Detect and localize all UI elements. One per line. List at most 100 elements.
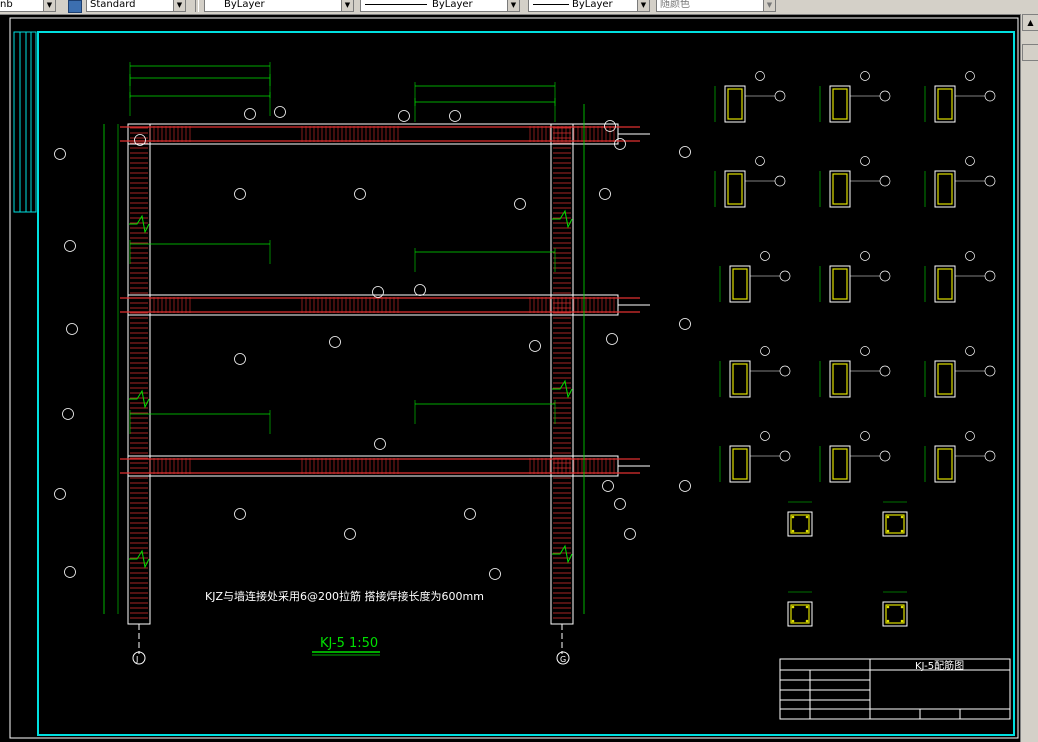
lineweight-value: ByLayer [572,0,613,10]
section-stirrup [832,363,848,395]
callout-bubble [274,106,286,118]
frame-title: KJ-5 1:50 [320,636,378,651]
section-outline [934,360,956,398]
section-callout [984,450,996,462]
section-callout [984,270,996,282]
linetype-value: ByLayer [432,0,473,10]
text-style-dropdown[interactable]: Standard ▼ [86,0,186,12]
callout-bubble [54,488,66,500]
rebar-dot [791,619,795,623]
section-callout [860,71,870,81]
section-callout [774,175,786,187]
linetype-dropdown[interactable]: ByLayer ▼ [360,0,520,12]
scroll-up-button[interactable]: ▲ [1022,14,1038,31]
section-callout [879,365,891,377]
section-outline [829,265,851,303]
callout-bubble [54,148,66,160]
section-stirrup [727,173,743,205]
cad-drawing-canvas[interactable]: KJZ与墙连接处采用6@200拉筋 搭接焊接长度为600mm KJ-5 1:50… [0,14,1020,742]
callout-bubble [62,408,74,420]
callout-bubble [679,318,691,330]
callout-bubble [529,340,541,352]
rebar-dot [900,619,904,623]
section-callout [755,71,765,81]
section-callout [860,431,870,441]
vertical-scrollbar[interactable]: ▲ [1020,14,1038,742]
binding-strip [13,31,37,213]
rebar-dot [886,515,890,519]
column-section-stirrup [885,604,905,624]
section-stirrup [832,448,848,480]
callout-bubble [679,480,691,492]
chevron-down-icon: ▼ [173,0,185,11]
lineweight-preview [533,4,569,5]
column-section-stirrup [790,514,810,534]
callout-bubble [414,284,426,296]
callout-bubble [489,568,501,580]
scroll-track[interactable] [1022,44,1038,61]
rebar-dot [805,529,809,533]
section-stirrup [937,363,953,395]
callout-bubble [64,240,76,252]
section-outline [934,85,956,123]
chevron-down-icon: ▼ [763,0,775,11]
callout-bubble [604,120,616,132]
toolbar-separator [195,0,199,12]
rebar-dot [791,515,795,519]
section-stirrup [832,88,848,120]
section-callout [760,346,770,356]
callout-bubble [614,138,626,150]
chevron-down-icon: ▼ [507,0,519,11]
rebar-dot [900,529,904,533]
callout-bubble [372,286,384,298]
rebar-dot [900,605,904,609]
chevron-down-icon: ▼ [637,0,649,11]
section-callout [879,175,891,187]
text-style-stub-dropdown[interactable]: nb ▼ [0,0,56,12]
rebar-dot [886,605,890,609]
lineweight-dropdown[interactable]: ByLayer ▼ [528,0,650,12]
callout-bubble [244,108,256,120]
callout-bubble [329,336,341,348]
axis-label-left: J [135,655,138,664]
callout-bubble [514,198,526,210]
callout-bubble [398,110,410,122]
callout-bubble [354,188,366,200]
section-details [714,71,996,627]
column-section-outline [882,511,908,537]
callout-bubble [64,566,76,578]
section-stirrup [727,88,743,120]
sheet-title: KJ-5配筋图 [915,659,964,672]
callout-bubble [599,188,611,200]
section-stirrup [732,448,748,480]
section-callout [779,365,791,377]
callout-bubble [234,188,246,200]
section-callout [755,156,765,166]
section-callout [860,346,870,356]
rebar-dot [805,619,809,623]
section-callout [860,156,870,166]
section-outline [829,170,851,208]
section-outline [724,85,746,123]
section-callout [879,90,891,102]
callout-bubble [679,146,691,158]
rebar-dot [900,515,904,519]
section-outline [934,445,956,483]
column-section-outline [882,601,908,627]
section-callout [965,431,975,441]
chevron-down-icon: ▼ [43,0,55,11]
column-section-outline [787,511,813,537]
section-callout [965,156,975,166]
layer-value: ByLayer [224,0,265,10]
section-stirrup [937,173,953,205]
callout-bubble [66,323,78,335]
layer-dropdown[interactable]: ByLayer ▼ [204,0,354,12]
break-symbol [552,379,573,399]
text-style-icon[interactable] [68,0,82,13]
section-outline [934,265,956,303]
section-callout [779,450,791,462]
rebar-dot [791,529,795,533]
break-symbol [129,389,150,409]
color-dropdown[interactable]: 随颜色 ▼ [656,0,776,12]
column-section-outline [787,601,813,627]
